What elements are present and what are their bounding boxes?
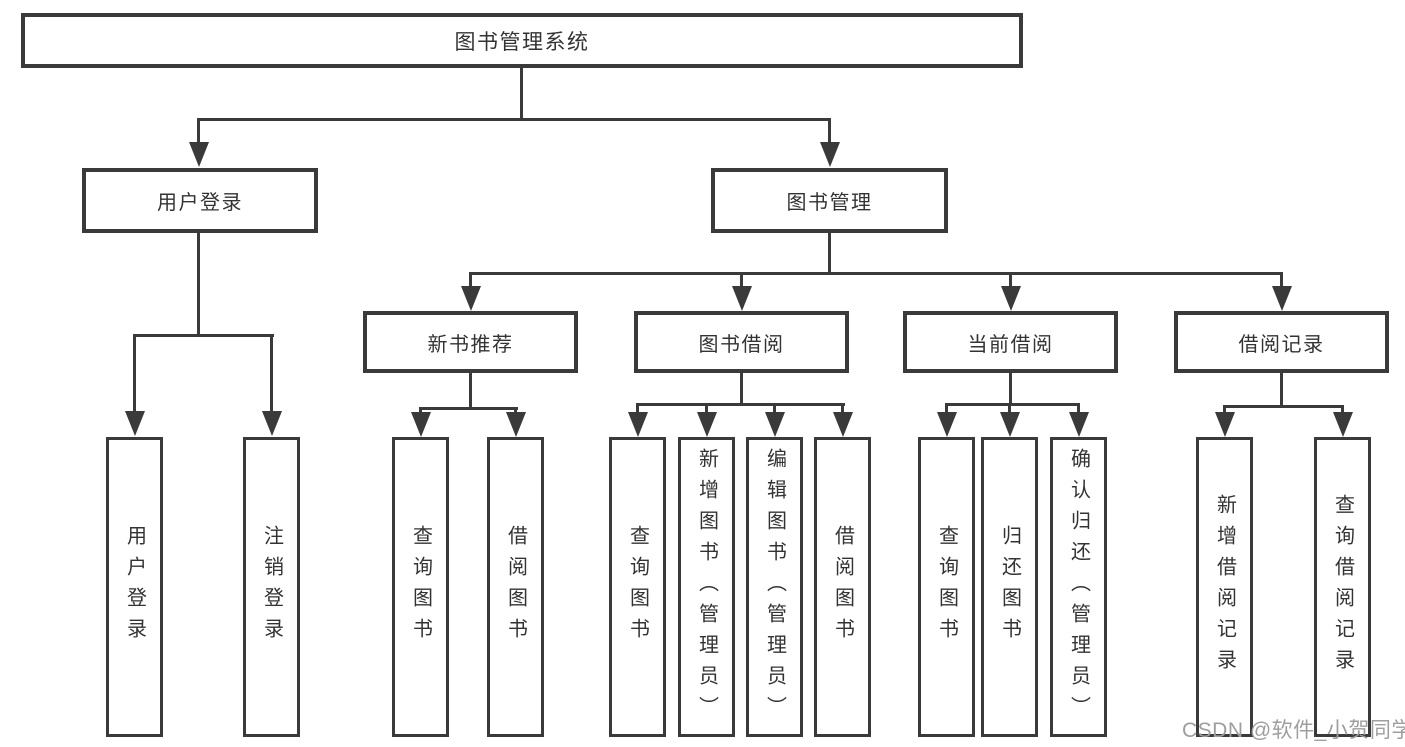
leaf-edit-book-admin: 编辑图书（管理员） [746, 437, 803, 737]
leaf-user-login: 用户登录 [106, 437, 163, 737]
connector-line [197, 118, 831, 121]
connector-line [828, 118, 831, 144]
leaf-label: 用户登录 [123, 525, 146, 649]
connector-line [636, 403, 845, 406]
arrow-down-icon [765, 412, 785, 437]
leaf-label: 查询图书 [935, 525, 958, 649]
leaf-label: 注销登录 [260, 525, 283, 649]
connector-line [636, 403, 639, 414]
leaf-add-borrow-record: 新增借阅记录 [1196, 437, 1253, 737]
leaf-label: 查询借阅记录 [1331, 494, 1354, 680]
leaf-add-book-admin: 新增图书（管理员） [678, 437, 735, 737]
leaf-label: 查询图书 [409, 525, 432, 649]
leaf-query-borrow-record: 查询借阅记录 [1314, 437, 1371, 737]
node-label: 借阅记录 [1238, 333, 1325, 356]
leaf-label: 新增借阅记录 [1213, 494, 1236, 680]
node-label: 图书借阅 [698, 333, 785, 356]
connector-line [1077, 403, 1080, 414]
connector-line [1223, 405, 1226, 414]
arrow-down-icon [628, 412, 648, 437]
leaf-borrow-books-recommend: 借阅图书 [487, 437, 544, 737]
arrow-down-icon [125, 411, 145, 436]
arrow-down-icon [1272, 286, 1292, 311]
connector-line [514, 407, 517, 416]
connector-line [469, 373, 472, 410]
connector-line [740, 272, 743, 291]
connector-line [419, 407, 518, 410]
connector-line [1223, 405, 1344, 408]
node-label: 新书推荐 [427, 333, 514, 356]
connector-line [1009, 373, 1012, 406]
leaf-label: 借阅图书 [504, 525, 527, 649]
arrow-down-icon [1001, 286, 1021, 311]
connector-line [773, 403, 776, 414]
arrow-down-icon [1333, 412, 1353, 437]
connector-line [945, 403, 948, 414]
connector-line [197, 233, 200, 337]
leaf-query-books-recommend: 查询图书 [392, 437, 449, 737]
connector-line [469, 272, 472, 291]
leaf-label: 确认归还（管理员） [1067, 447, 1090, 727]
connector-line [828, 233, 831, 275]
arrow-down-icon [1000, 412, 1020, 437]
connector-line [1280, 373, 1283, 408]
arrow-down-icon [937, 412, 957, 437]
leaf-return-books: 归还图书 [981, 437, 1038, 737]
connector-line [1009, 272, 1012, 291]
leaf-label: 借阅图书 [831, 525, 854, 649]
leaf-label: 新增图书（管理员） [695, 447, 718, 727]
connector-line [197, 118, 200, 144]
node-current-borrowing: 当前借阅 [903, 311, 1118, 373]
node-label: 图书管理系统 [454, 30, 590, 54]
node-book-borrowing: 图书借阅 [634, 311, 849, 373]
arrow-down-icon [1069, 412, 1089, 437]
arrow-down-icon [833, 412, 853, 437]
leaf-borrow-books-borrowing: 借阅图书 [814, 437, 871, 737]
leaf-confirm-return-admin: 确认归还（管理员） [1050, 437, 1107, 737]
node-label: 当前借阅 [967, 333, 1054, 356]
arrow-down-icon [1215, 412, 1235, 437]
connector-line [705, 403, 708, 414]
node-borrowing-records: 借阅记录 [1174, 311, 1389, 373]
arrow-down-icon [697, 412, 717, 437]
node-label: 图书管理 [786, 192, 873, 214]
arrow-down-icon [262, 411, 282, 436]
node-user-login: 用户登录 [82, 168, 318, 233]
watermark: CSDN @软件_小贺同学 [1182, 719, 1405, 742]
arrow-down-icon [411, 412, 431, 437]
connector-line [1341, 405, 1344, 414]
leaf-label: 查询图书 [626, 525, 649, 649]
node-label: 用户登录 [157, 192, 243, 214]
arrow-down-icon [461, 286, 481, 311]
node-library-management-system: 图书管理系统 [21, 13, 1023, 68]
connector-line [841, 403, 844, 414]
connector-line [1008, 403, 1011, 414]
connector-line [945, 403, 1080, 406]
arrow-down-icon [506, 412, 526, 437]
node-book-management: 图书管理 [711, 168, 948, 233]
connector-line [133, 334, 136, 413]
node-new-book-recommendation: 新书推荐 [363, 311, 578, 373]
connector-line [1280, 272, 1283, 291]
arrow-down-icon [189, 142, 209, 167]
leaf-label: 编辑图书（管理员） [763, 447, 786, 727]
connector-line [740, 373, 743, 406]
leaf-label: 归还图书 [998, 525, 1021, 649]
connector-line [469, 272, 1283, 275]
leaf-query-books-current: 查询图书 [918, 437, 975, 737]
connector-line [419, 407, 422, 416]
leaf-logout: 注销登录 [243, 437, 300, 737]
arrow-down-icon [820, 142, 840, 167]
connector-line [520, 68, 523, 121]
connector-line [133, 334, 274, 337]
arrow-down-icon [732, 286, 752, 311]
leaf-query-books-borrowing: 查询图书 [609, 437, 666, 737]
connector-line [270, 334, 273, 413]
